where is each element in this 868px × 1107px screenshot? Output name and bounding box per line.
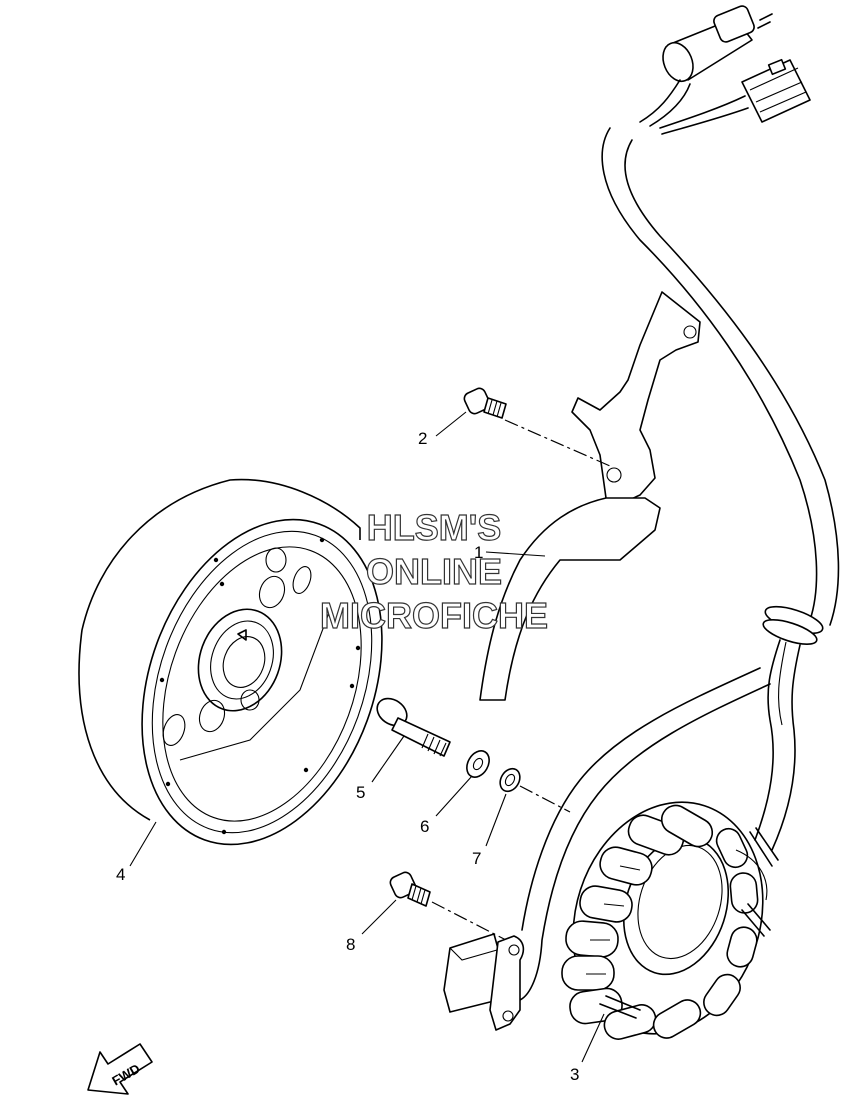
callout-number-2: 2 (418, 429, 427, 448)
callout-number-6: 6 (420, 817, 429, 836)
callout-number-7: 7 (472, 849, 481, 868)
callout-leaders (129, 411, 605, 1063)
wire-harness (519, 5, 840, 1001)
bracket-bolt (463, 387, 507, 419)
callout-number-3: 3 (570, 1065, 579, 1084)
watermark: HLSM'S ONLINE MICROFICHE (319, 506, 548, 636)
watermark-line-1: HLSM'S (367, 507, 502, 548)
watermark-line-3: MICROFICHE (320, 595, 548, 636)
bolt2-leader (504, 419, 611, 467)
washer7-leader (519, 785, 571, 813)
rotor-flywheel (78, 478, 383, 846)
small-washer (499, 767, 521, 793)
callout-number-1: 1 (474, 543, 483, 562)
round-connector (662, 5, 773, 83)
washer (466, 750, 490, 778)
watermark-line-2: ONLINE (366, 551, 502, 592)
pickup-screw (389, 871, 431, 907)
wire-grommet (762, 605, 824, 645)
forward-direction-arrow: FWD (87, 1043, 153, 1095)
callout-number-5: 5 (356, 783, 365, 802)
callout-number-8: 8 (346, 935, 355, 954)
square-connector (741, 58, 811, 123)
pickup-coil (443, 933, 525, 1031)
callout-number-4: 4 (116, 865, 125, 884)
rotor-bolt (376, 697, 451, 757)
stator-assembly (561, 801, 779, 1040)
stator-bracket (479, 291, 701, 701)
